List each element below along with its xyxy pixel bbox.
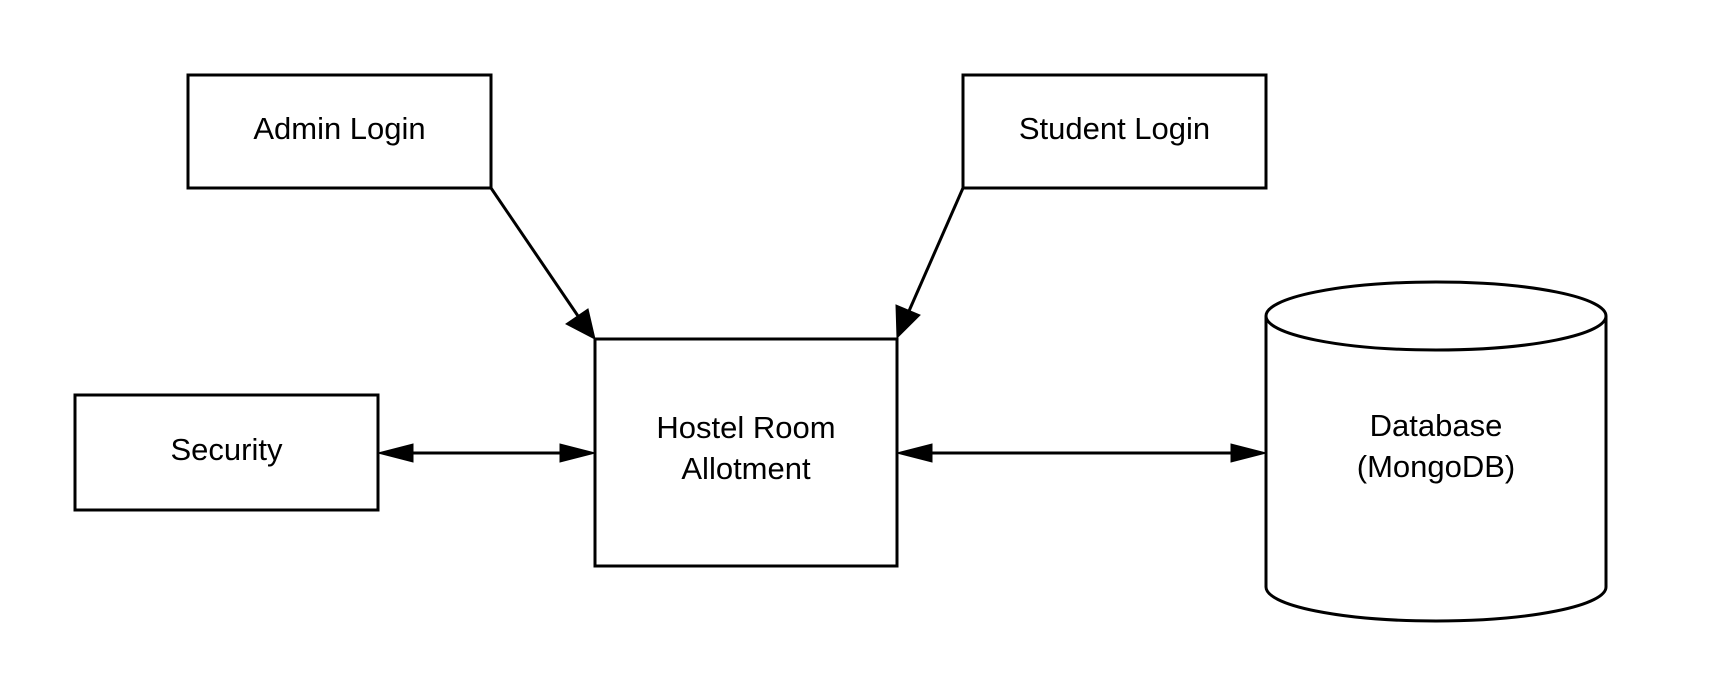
edge-hostel-database-arrowhead-right <box>1230 443 1267 463</box>
edge-student-to-hostel <box>895 187 965 340</box>
edge-hostel-database <box>896 443 1267 463</box>
database-cylinder-top <box>1264 280 1608 352</box>
security-label: Security <box>171 432 283 467</box>
student-login-node: Student Login <box>961 73 1268 190</box>
edge-security-hostel <box>377 443 596 463</box>
hostel-room-allotment-box <box>593 337 899 568</box>
hostel-room-allotment-label-line1: Hostel Room <box>656 410 835 445</box>
edge-admin-to-hostel-line <box>489 187 580 317</box>
edge-student-to-hostel-arrowhead <box>895 304 921 340</box>
security-box <box>73 393 380 512</box>
edge-hostel-database-arrowhead-left <box>896 443 933 463</box>
admin-login-box <box>186 73 493 190</box>
database-node: Database (MongoDB) <box>1264 280 1608 623</box>
edge-admin-to-hostel-arrowhead <box>565 308 596 340</box>
admin-login-label: Admin Login <box>253 111 425 146</box>
edge-admin-to-hostel <box>489 187 596 340</box>
database-label-line1: Database <box>1370 408 1503 443</box>
hostel-room-allotment-label-line2: Allotment <box>681 451 811 486</box>
student-login-box <box>961 73 1268 190</box>
admin-login-node: Admin Login <box>186 73 493 190</box>
security-node: Security <box>73 393 380 512</box>
edge-security-hostel-arrowhead-left <box>377 443 414 463</box>
edge-student-to-hostel-line <box>907 187 965 312</box>
edge-security-hostel-arrowhead-right <box>559 443 596 463</box>
student-login-label: Student Login <box>1019 111 1210 146</box>
database-cylinder-body <box>1264 316 1608 623</box>
hostel-room-allotment-node: Hostel Room Allotment <box>593 337 899 568</box>
database-label-line2: (MongoDB) <box>1357 449 1516 484</box>
